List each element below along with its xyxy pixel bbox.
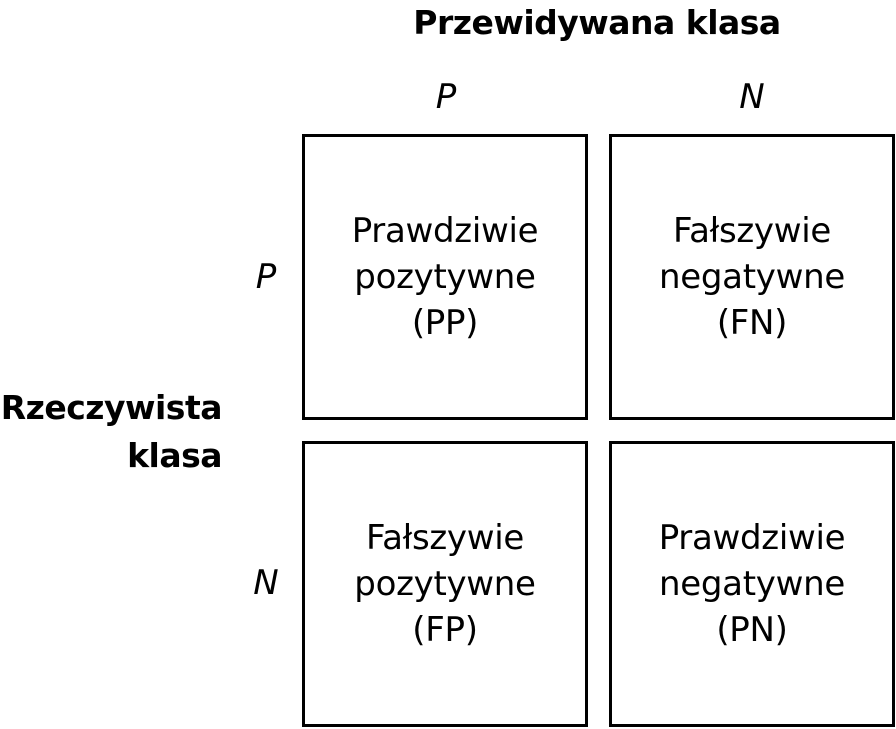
cell-true-positive: Prawdziwie pozytywne (PP): [302, 134, 588, 420]
cell-false-positive-text: Fałszywie pozytywne (FP): [354, 515, 536, 653]
cell-true-negative-text: Prawdziwie negatywne (PN): [659, 515, 846, 653]
cell-tn-line1: Prawdziwie: [658, 518, 846, 558]
cell-false-negative-text: Fałszywie negatywne (FN): [659, 208, 845, 346]
actual-class-title: Rzeczywista klasa: [0, 384, 223, 480]
cell-fn-line2: negatywne: [659, 257, 845, 297]
cell-fp-abbr: (FP): [412, 610, 478, 650]
cell-tp-abbr: (PP): [411, 303, 479, 343]
cell-tn-abbr: (PN): [716, 610, 788, 650]
cell-tp-line2: pozytywne: [354, 257, 536, 297]
column-label-negative: N: [739, 77, 765, 117]
cell-fn-line1: Fałszywie: [672, 211, 832, 251]
predicted-class-title: Przewidywana klasa: [413, 3, 781, 42]
row-label-negative: N: [253, 563, 279, 603]
cell-false-positive: Fałszywie pozytywne (FP): [302, 441, 588, 727]
cell-tp-line1: Prawdziwie: [351, 211, 539, 251]
cell-true-negative: Prawdziwie negatywne (PN): [609, 441, 895, 727]
actual-class-title-line1: Rzeczywista: [0, 388, 223, 427]
cell-false-negative: Fałszywie negatywne (FN): [609, 134, 895, 420]
cell-tn-line2: negatywne: [659, 564, 845, 604]
column-label-positive: P: [435, 77, 457, 117]
cell-fn-abbr: (FN): [716, 303, 788, 343]
actual-class-title-line2: klasa: [127, 436, 222, 475]
cell-fp-line1: Fałszywie: [365, 518, 525, 558]
cell-true-positive-text: Prawdziwie pozytywne (PP): [352, 208, 539, 346]
cell-fp-line2: pozytywne: [354, 564, 536, 604]
row-label-positive: P: [255, 257, 277, 297]
